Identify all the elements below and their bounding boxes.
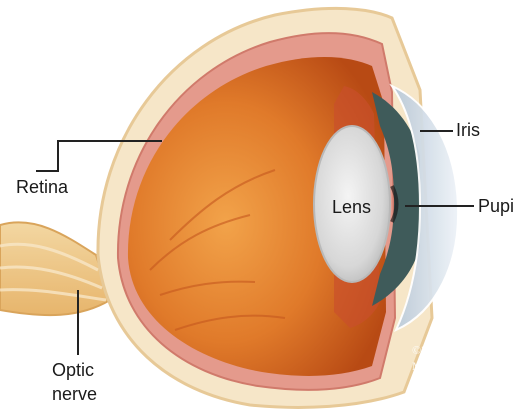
optic-nerve-label-line2: nerve — [52, 384, 97, 404]
copyright-org: MAYO — [412, 360, 448, 373]
retina-label: Retina — [16, 177, 68, 197]
optic-nerve-label-line1: Optic — [52, 360, 94, 380]
pupil-label: Pupi — [478, 196, 514, 216]
copyright-year: ©2016 — [412, 344, 445, 357]
lens-label: Lens — [332, 197, 371, 217]
iris-label: Iris — [456, 120, 480, 140]
